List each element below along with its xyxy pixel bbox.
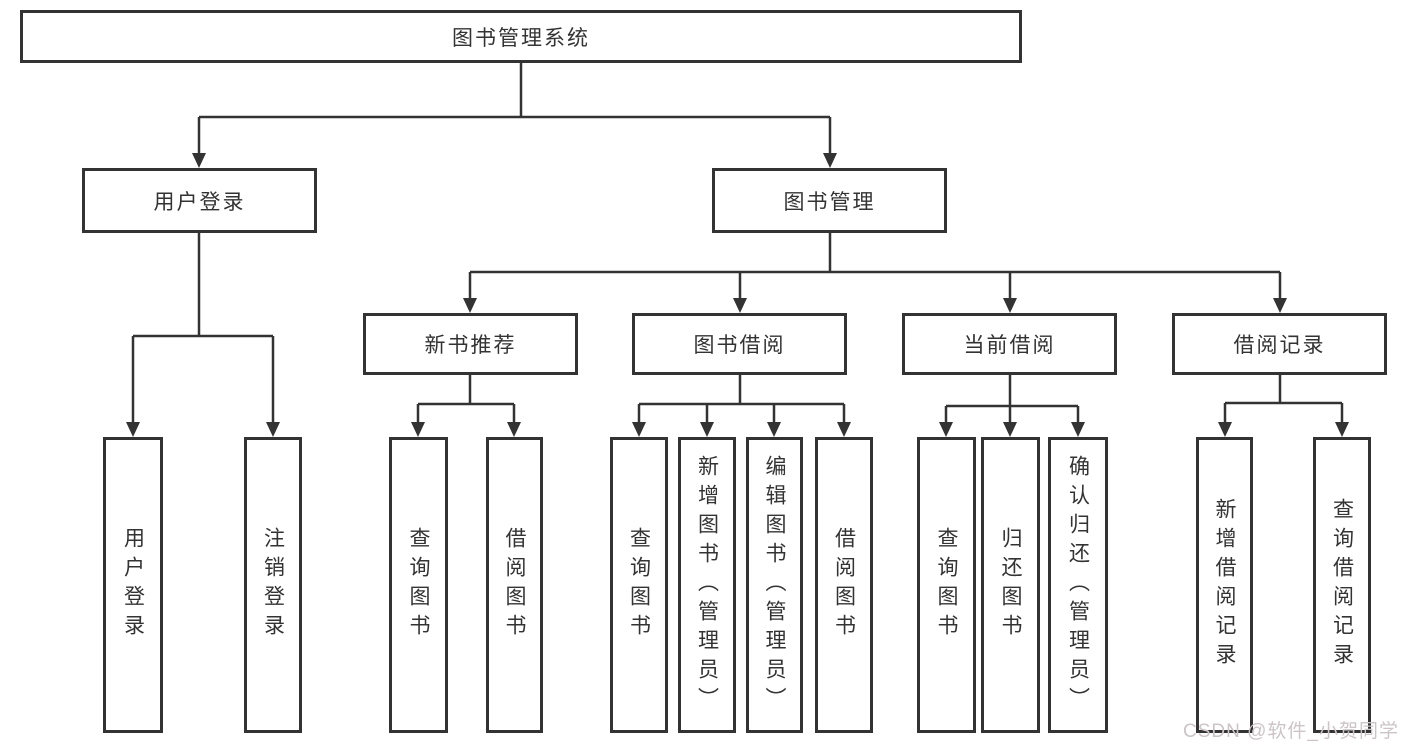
leaf-query-borrow-record: 查询借阅记录 — [1313, 437, 1371, 733]
node-root-system: 图书管理系统 — [20, 10, 1022, 63]
leaf-query-books-2: 查询图书 — [610, 437, 668, 733]
leaf-label: 用户登录 — [121, 527, 145, 643]
leaf-label: 查询图书 — [627, 527, 651, 643]
node-user-login-module: 用户登录 — [82, 168, 317, 233]
leaf-add-books-admin: 新增图书（管理员） — [678, 437, 736, 733]
leaf-borrow-books-1: 借阅图书 — [486, 437, 543, 733]
leaf-query-books-1: 查询图书 — [389, 437, 448, 733]
node-book-borrow: 图书借阅 — [632, 313, 847, 375]
leaf-label: 借阅图书 — [832, 527, 856, 643]
leaf-edit-books-admin: 编辑图书（管理员） — [746, 437, 803, 733]
leaf-label: 查询图书 — [935, 527, 958, 643]
leaf-query-books-3: 查询图书 — [917, 437, 976, 733]
leaf-label: 新增借阅记录 — [1213, 498, 1236, 672]
node-book-management-module: 图书管理 — [712, 168, 947, 233]
leaf-logout: 注销登录 — [244, 437, 302, 733]
leaf-label: 编辑图书（管理员） — [763, 454, 786, 716]
leaf-label: 新增图书（管理员） — [695, 454, 719, 716]
leaf-label: 归还图书 — [999, 527, 1022, 643]
node-borrow-records: 借阅记录 — [1172, 313, 1387, 375]
leaf-label: 查询图书 — [407, 527, 430, 643]
leaf-label: 借阅图书 — [503, 527, 526, 643]
node-current-borrow: 当前借阅 — [902, 313, 1117, 375]
csdn-watermark: CSDN @软件_小贺同学 — [1183, 721, 1399, 742]
leaf-borrow-books-2: 借阅图书 — [815, 437, 873, 733]
leaf-return-books: 归还图书 — [981, 437, 1040, 733]
node-new-book-recommend: 新书推荐 — [363, 313, 578, 375]
leaf-label: 确认归还（管理员） — [1066, 454, 1090, 716]
leaf-label: 注销登录 — [261, 527, 285, 643]
leaf-add-borrow-record: 新增借阅记录 — [1196, 437, 1253, 733]
leaf-label: 查询借阅记录 — [1330, 498, 1354, 672]
leaf-user-login: 用户登录 — [103, 437, 163, 733]
leaf-confirm-return-admin: 确认归还（管理员） — [1048, 437, 1108, 733]
